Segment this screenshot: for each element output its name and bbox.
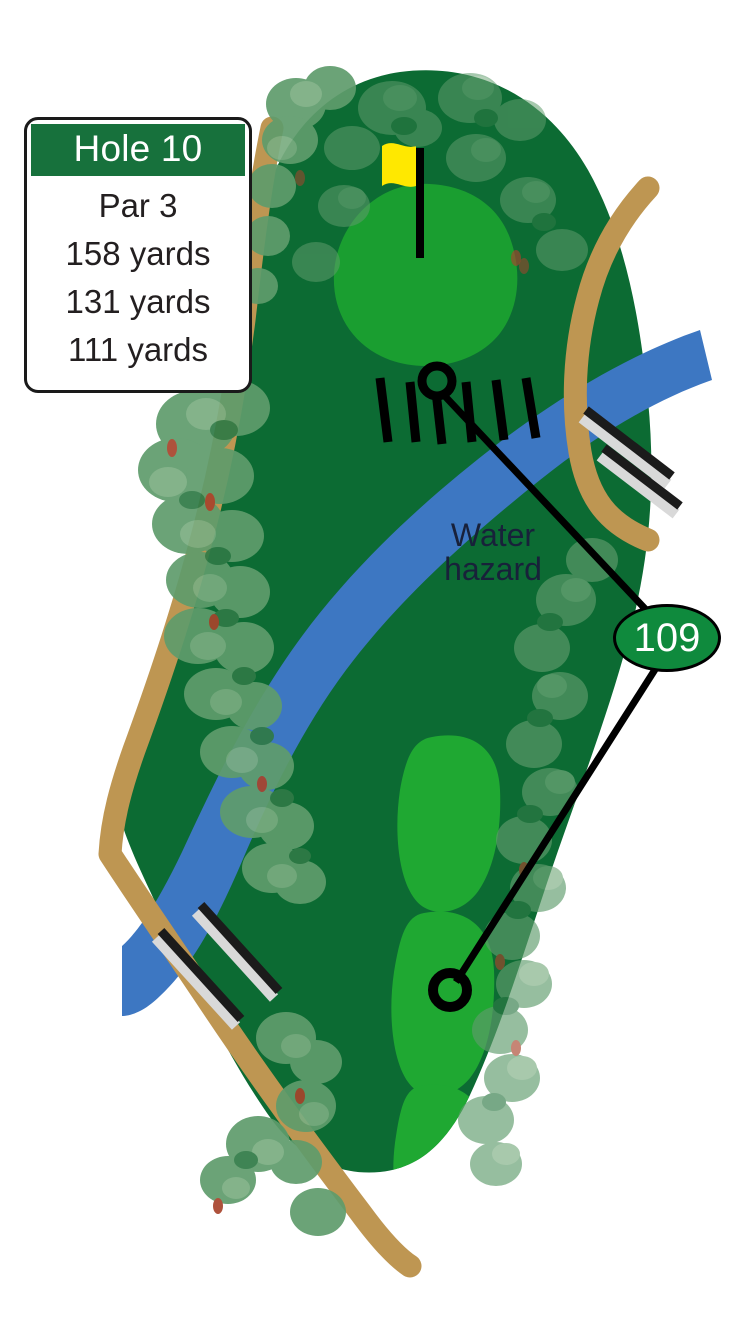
bridge-lower [151, 901, 283, 1030]
tree-line-top [292, 73, 588, 282]
yardage-marker-109[interactable]: 109 [613, 604, 721, 672]
hole-title: Hole 10 [31, 124, 245, 177]
hole-info-card: Hole 10 Par 3 158 yards 131 yards 111 ya… [24, 117, 252, 393]
water-hazard-label: Water hazard [444, 517, 542, 588]
hole-info-body: Par 3 158 yards 131 yards 111 yards [27, 176, 249, 389]
hole-yardage-tee-2: 131 yards [65, 283, 211, 321]
tree-line-left [138, 66, 356, 1236]
hole-yardage-tee-1: 158 yards [65, 235, 211, 273]
yardage-line [438, 389, 659, 984]
tree-line-right [458, 250, 618, 1186]
putting-green [333, 183, 518, 366]
bridge-upper [578, 406, 683, 519]
target-marker-green [375, 361, 541, 445]
flagstick [382, 143, 424, 258]
tee-marker [428, 968, 472, 1012]
hole-yardage-tee-3: 111 yards [67, 330, 209, 368]
hole-par: Par 3 [98, 187, 178, 225]
yardage-marker-value: 109 [633, 616, 701, 660]
